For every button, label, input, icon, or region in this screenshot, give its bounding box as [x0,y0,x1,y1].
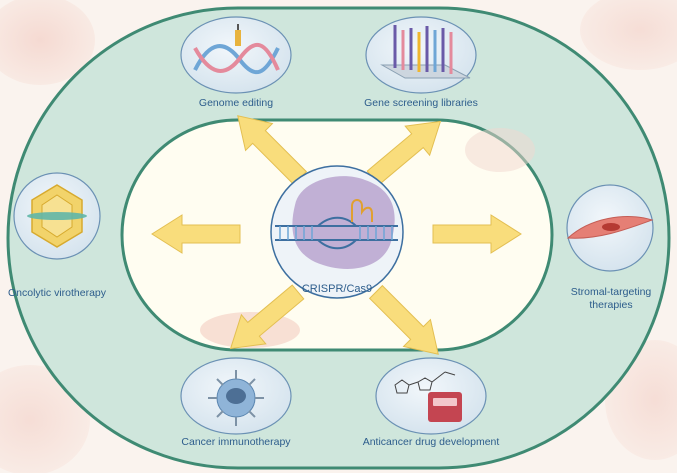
drug-vials-icon [428,392,462,422]
oncolytic-virotherapy-node [13,172,101,260]
immunotherapy-label: Cancer immunotherapy [181,436,291,448]
stromal-label-line2: therapies [589,299,632,311]
virus-icon [27,184,87,248]
oncolytic-label: Oncolytic virotherapy [8,287,107,299]
immune-cell-icon [208,370,264,426]
guide-rna-icon [351,199,373,222]
drug-development-label: Anticancer drug development [363,436,500,448]
fibroblast-cell-icon [566,216,654,239]
stromal-label-line1: Stromal-targeting [571,286,652,298]
dna-helix-icon [275,216,398,250]
drug-development-node [375,357,487,435]
stromal-targeting-node [566,184,654,272]
gene-screening-label: Gene screening libraries [364,97,478,109]
crispr-center-node [270,165,404,299]
chemical-structure-icon [394,371,456,394]
genome-editing-label: Genome editing [199,97,273,109]
dna-double-helix-icon [193,42,280,75]
crispr-label: CRISPR/Cas9 [302,283,372,295]
gene-screening-node [365,16,477,94]
cas9-protein-shape [292,176,395,269]
genome-editing-node [180,16,292,94]
cancer-immunotherapy-node [180,357,292,435]
screening-library-plate-icon [380,25,471,79]
syringe-icon [235,24,241,46]
